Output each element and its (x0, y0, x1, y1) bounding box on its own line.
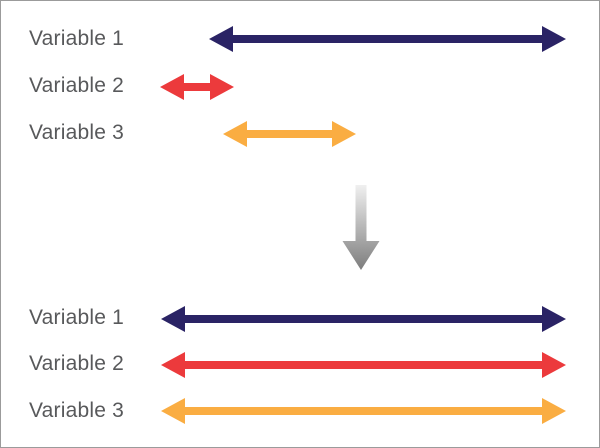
bottom-label-variable-3: Variable 3 (29, 399, 125, 422)
bottom-label-variable-2: Variable 2 (29, 352, 125, 375)
top-label-variable-3: Variable 3 (29, 121, 125, 144)
bottom-double-arrow-navy (161, 306, 566, 332)
top-double-arrow-red (160, 74, 234, 100)
top-double-arrow-navy (209, 26, 566, 52)
bottom-double-arrow-red (161, 352, 566, 378)
bottom-arrows-group (161, 306, 566, 424)
top-label-variable-1: Variable 1 (29, 27, 125, 50)
top-arrows-group (160, 26, 566, 147)
transform-down-arrow-icon (342, 185, 380, 270)
bottom-label-variable-1: Variable 1 (29, 306, 125, 329)
bottom-double-arrow-orange (161, 398, 566, 424)
top-double-arrow-orange (223, 121, 356, 147)
top-label-variable-2: Variable 2 (29, 74, 125, 97)
